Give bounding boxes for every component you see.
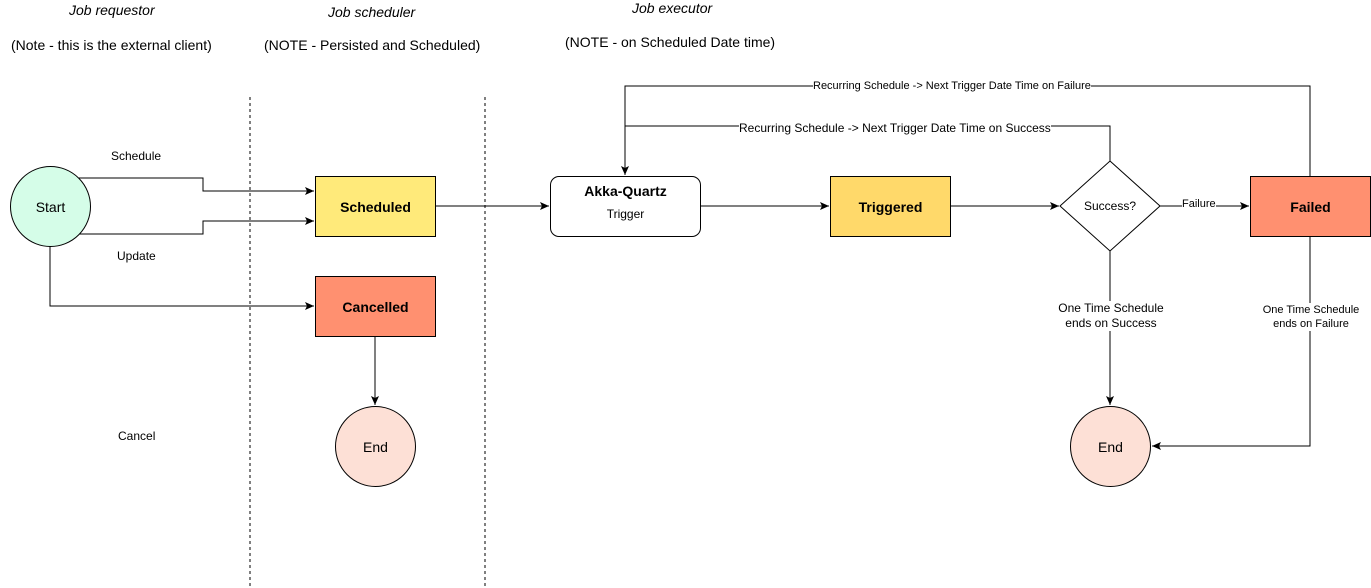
edge-label-one-time-success-line1: One Time Schedule xyxy=(1058,301,1164,315)
start-node: Start xyxy=(10,166,91,247)
edge-label-cancel: Cancel xyxy=(118,429,156,443)
akka-quartz-subtitle: Trigger xyxy=(606,207,645,221)
akka-quartz-title: Akka-Quartz xyxy=(584,183,667,199)
triggered-node: Triggered xyxy=(830,176,951,237)
edge-label-one-time-failure-line1: One Time Schedule xyxy=(1262,304,1360,316)
lane-title-requestor: Job requestor xyxy=(69,2,155,18)
edge-failed-end xyxy=(1152,236,1311,450)
end-node-right: End xyxy=(1070,406,1151,487)
edge-label-one-time-failure-line2: ends on Failure xyxy=(1273,318,1349,330)
decision-label: Success? xyxy=(1083,199,1137,213)
edge-cancel xyxy=(49,246,314,310)
failed-node: Failed xyxy=(1250,176,1371,237)
lane-note-executor: (NOTE - on Scheduled Date time) xyxy=(565,34,776,50)
edge-label-one-time-success-line2: ends on Success xyxy=(1065,316,1157,330)
scheduled-node: Scheduled xyxy=(315,176,436,237)
edge-schedule xyxy=(79,177,314,195)
end-node-left: End xyxy=(335,406,416,487)
edge-label-update: Update xyxy=(117,249,156,263)
lane-note-requestor: (Note - this is the external client) xyxy=(11,37,212,53)
edge-label-recurring-failure: Recurring Schedule -> Next Trigger Date … xyxy=(813,79,1091,93)
edge-label-recurring-success: Recurring Schedule -> Next Trigger Date … xyxy=(739,121,1051,135)
cancelled-node: Cancelled xyxy=(315,276,436,337)
edge-label-schedule: Schedule xyxy=(111,149,162,163)
akka-quartz-node: Akka-Quartz Trigger xyxy=(550,176,701,237)
edge-update xyxy=(79,217,314,235)
lane-note-scheduler: (NOTE - Persisted and Scheduled) xyxy=(264,37,481,53)
edge-label-one-time-failure: One Time Schedule ends on Failure xyxy=(1258,303,1364,331)
decision-diamond xyxy=(1059,160,1161,252)
lane-title-scheduler: Job scheduler xyxy=(328,4,416,20)
edge-label-one-time-success: One Time Schedule ends on Success xyxy=(1053,301,1169,331)
edge-label-failure: Failure xyxy=(1182,197,1216,211)
lane-title-executor: Job executor xyxy=(632,0,713,16)
